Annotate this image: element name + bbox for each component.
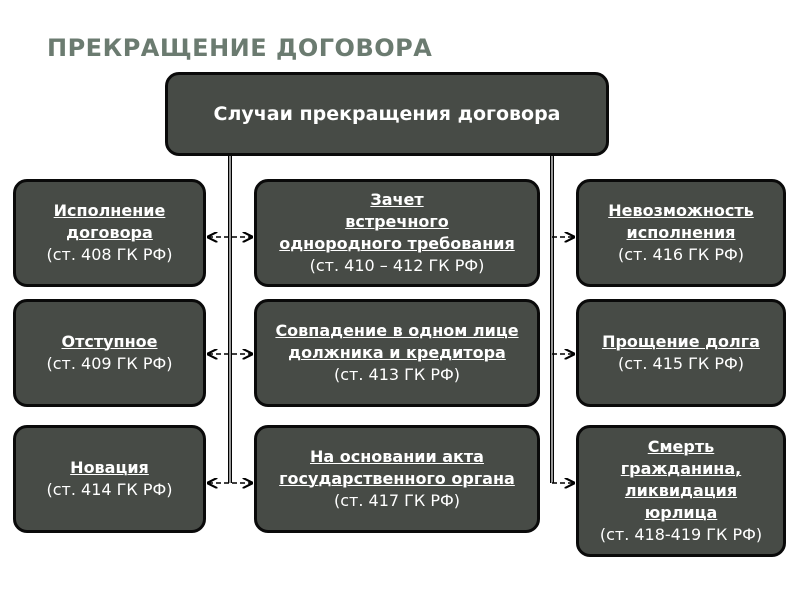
node-reference: (ст. 417 ГК РФ) [333, 491, 461, 510]
node-title-line: Исполнение [53, 201, 166, 220]
node-right-0: Невозможность исполнения (ст. 416 ГК РФ) [576, 179, 786, 287]
node-title-line: договора [66, 223, 153, 242]
node-left-0: Исполнение договора (ст. 408 ГК РФ) [13, 179, 206, 287]
node-title-line: однородного требования [279, 234, 515, 253]
node-reference: (ст. 418-419 ГК РФ) [599, 525, 763, 544]
page-title: ПРЕКРАЩЕНИЕ ДОГОВОРА [47, 34, 433, 62]
node-title-line: Совпадение в одном лице [275, 321, 519, 340]
node-reference: (ст. 413 ГК РФ) [333, 365, 461, 384]
node-title-line: Смерть [647, 437, 715, 456]
node-center-0: Зачет встречного однородного требования (ст… [254, 179, 540, 287]
node-center-1: Совпадение в одном лице должника и кредит… [254, 299, 540, 407]
node-reference: (ст. 410 – 412 ГК РФ) [309, 256, 485, 275]
node-title-line: государственного органа [279, 469, 515, 488]
node-left-2: Новация (ст. 414 ГК РФ) [13, 425, 206, 533]
node-reference: (ст. 415 ГК РФ) [617, 354, 745, 373]
node-title-line: юрлица [644, 503, 718, 522]
node-title-line: исполнения [626, 223, 736, 242]
node-title-line: Зачет [370, 190, 424, 209]
node-title-line: Прощение долга [602, 332, 760, 351]
node-title-line: Отступное [61, 332, 158, 351]
root-node: Случаи прекращения договора [165, 72, 609, 156]
node-title-line: гражданина, [620, 459, 742, 478]
node-title-line: должника и кредитора [288, 343, 506, 362]
node-center-2: На основании акта государственного органа… [254, 425, 540, 533]
node-title-line: Невозможность [608, 201, 754, 220]
node-reference: (ст. 414 ГК РФ) [46, 480, 173, 499]
node-reference: (ст. 408 ГК РФ) [46, 245, 173, 264]
node-right-2: Смерть гражданина, ликвидация юрлица (ст. 41… [576, 425, 786, 557]
node-left-1: Отступное (ст. 409 ГК РФ) [13, 299, 206, 407]
node-reference: (ст. 409 ГК РФ) [46, 354, 173, 373]
node-reference: (ст. 416 ГК РФ) [617, 245, 745, 264]
node-title-line: Новация [70, 458, 149, 477]
node-right-1: Прощение долга (ст. 415 ГК РФ) [576, 299, 786, 407]
node-title-line: ликвидация [624, 481, 738, 500]
root-node-label: Случаи прекращения договора [213, 103, 561, 125]
node-title-line: встречного [345, 212, 449, 231]
node-title-line: На основании акта [310, 447, 484, 466]
